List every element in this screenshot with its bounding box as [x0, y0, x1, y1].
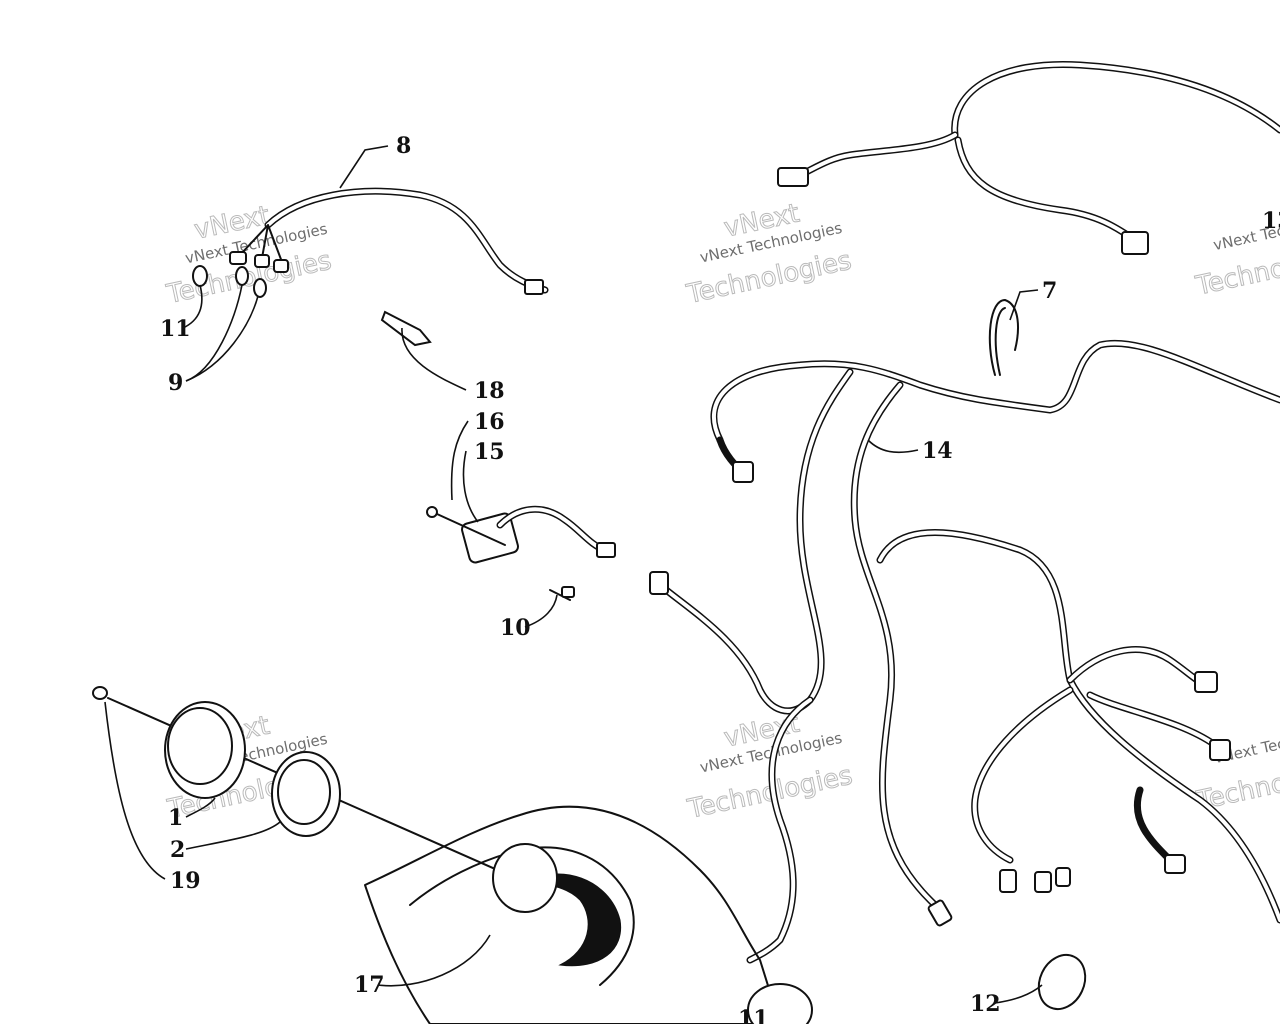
callout-12: 12	[970, 991, 1001, 1017]
watermark-bottom-center: vNext vNext Technologies Technologies	[684, 708, 856, 825]
instrument-lamp-harness	[229, 187, 549, 295]
callout-labels: 8 11 9 18 16 15 10 13 7 14 1 2 19 17 12 …	[160, 133, 1280, 1024]
callout-19: 19	[170, 868, 201, 894]
dash-console	[364, 805, 813, 1024]
callout-11-bottom: 11	[738, 1006, 769, 1024]
callout-11: 11	[160, 316, 191, 342]
harness-clamp	[988, 299, 1019, 376]
callout-10: 10	[500, 615, 531, 641]
callout-1: 1	[168, 805, 183, 831]
callout-16: 16	[474, 409, 505, 435]
callout-8: 8	[396, 133, 411, 159]
callout-18: 18	[474, 378, 505, 404]
gauge-assembly	[92, 686, 521, 881]
callout-14: 14	[922, 438, 953, 464]
watermark-top-center: vNext vNext Technologies Technologies	[683, 198, 855, 310]
grommet-ring	[1037, 953, 1087, 1011]
bulb	[380, 310, 432, 347]
switch-assembly	[426, 505, 616, 601]
callout-17: 17	[354, 972, 385, 998]
callout-9: 9	[168, 370, 183, 396]
upper-harness	[777, 60, 1280, 255]
callout-15: 15	[474, 439, 505, 465]
callout-13: 13	[1262, 208, 1280, 234]
leader-lines	[104, 145, 1043, 1004]
bulb-socket	[192, 265, 267, 298]
callout-7: 7	[1042, 278, 1057, 304]
callout-2: 2	[170, 837, 185, 863]
main-harness	[649, 339, 1280, 964]
